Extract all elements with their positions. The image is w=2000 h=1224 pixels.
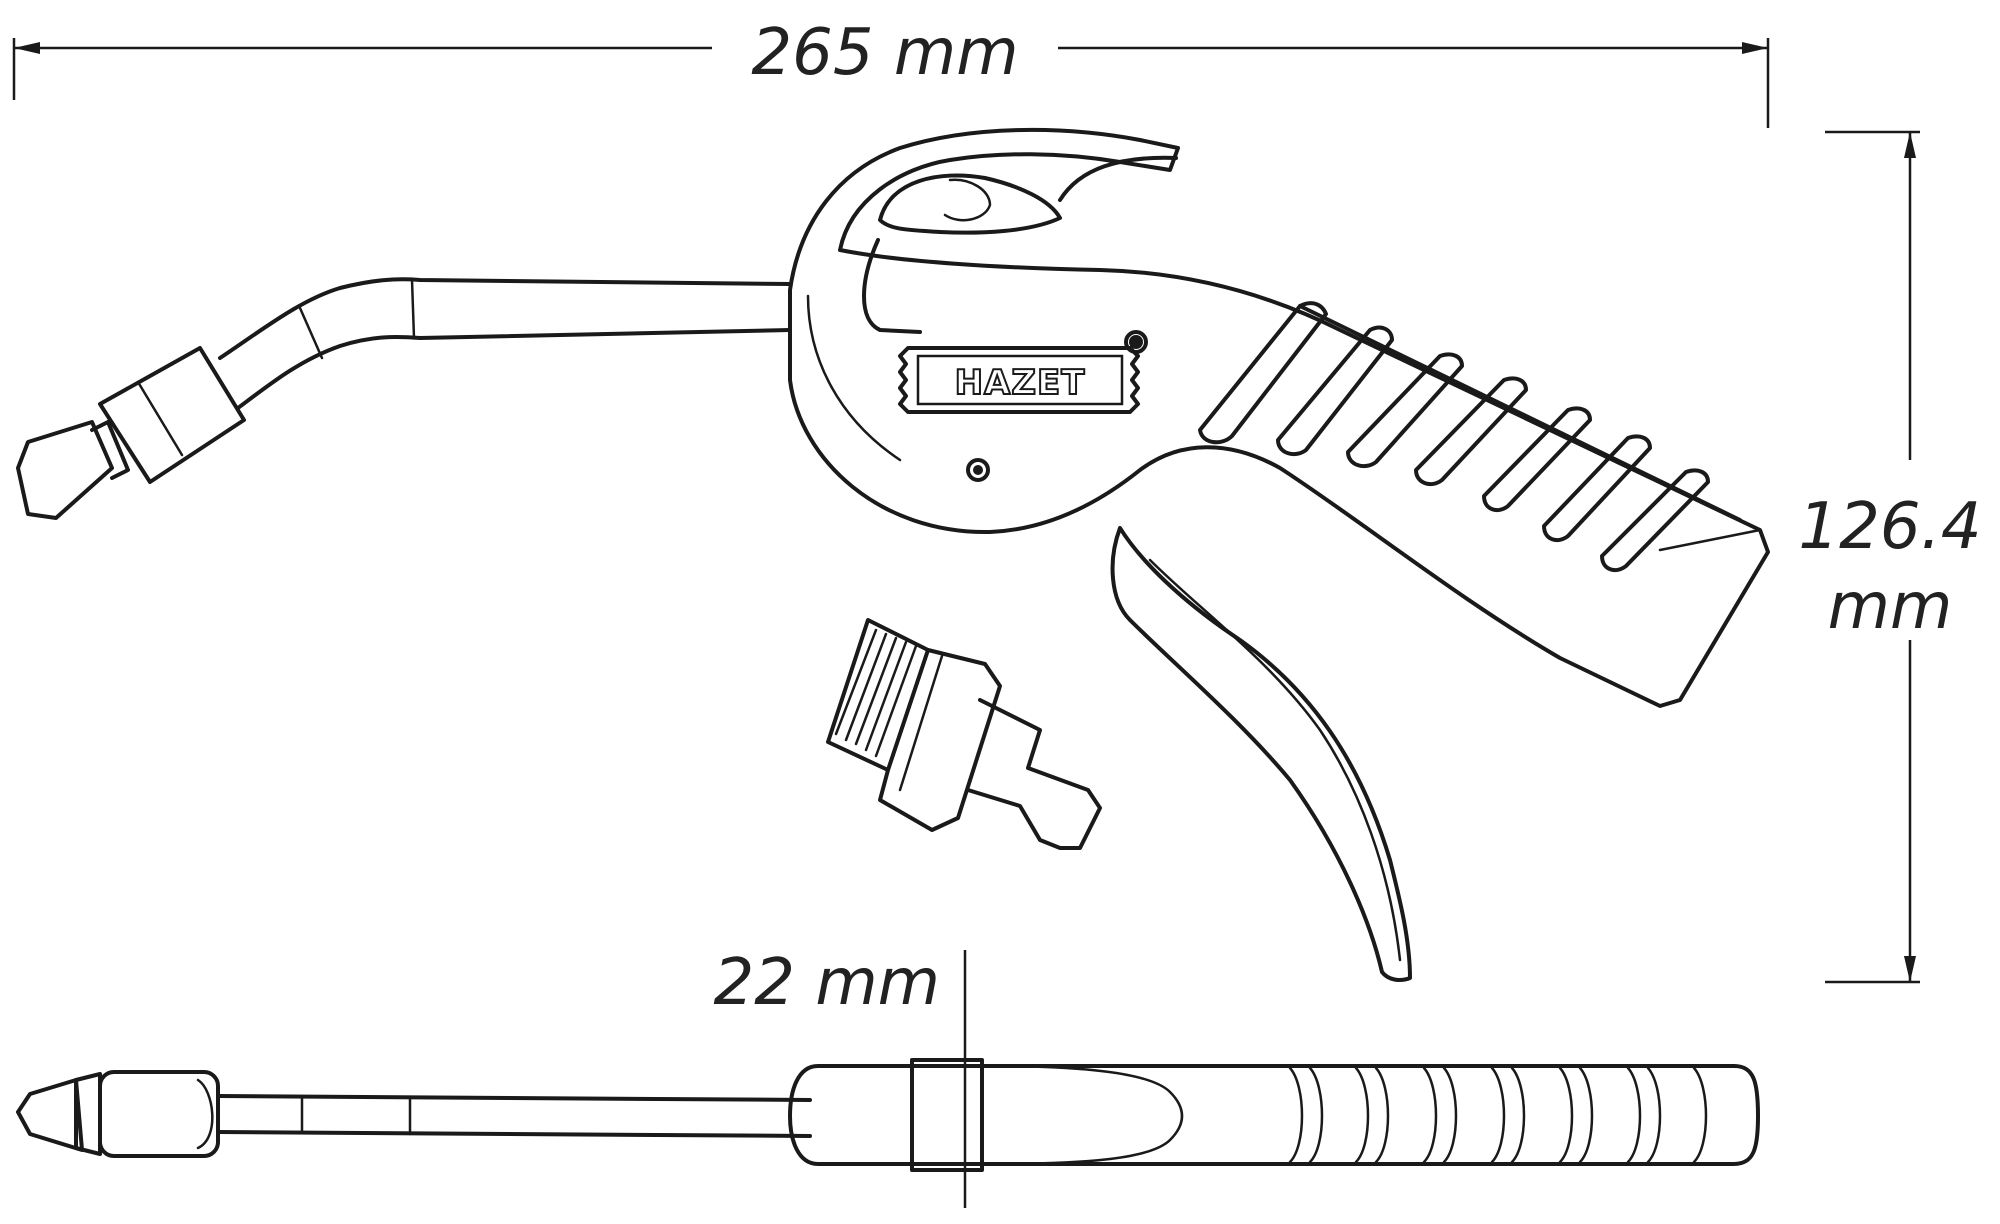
top-body [788,1058,1760,1172]
blow-gun-side-view: HAZET [16,127,1770,982]
nozzle-nut [98,346,246,484]
length-dimension: 265 mm [12,16,1770,128]
top-tube [216,1094,812,1138]
hazet-logo: HAZET [898,346,1140,414]
diameter-label: 22 mm [714,946,940,1020]
top-nozzle-nut [74,1070,220,1158]
logo-brand-text: HAZET [955,363,1086,403]
gun-body [788,127,1770,708]
plug-nipple [826,618,1102,850]
blow-gun-top-view [16,1058,1760,1172]
trigger-lever [1110,526,1412,982]
height-dimension: 126.4 mm [1798,130,1982,984]
screw-lower [966,458,990,482]
top-grip-ribs [1288,1066,1708,1164]
nozzle-tip [16,420,130,520]
grip-ribs [1198,301,1762,573]
screw-upper [1124,330,1148,354]
top-nozzle-tip [16,1078,84,1152]
extension-tube [218,277,792,410]
height-unit-label: mm [1828,570,1953,644]
diameter-dimension: 22 mm [714,946,967,1208]
height-value-label: 126.4 [1798,490,1981,564]
screw-upper-fill [1129,335,1143,349]
top-hook [1058,155,1178,202]
length-label: 265 mm [751,16,1018,90]
screw-lower-fill [973,465,983,475]
